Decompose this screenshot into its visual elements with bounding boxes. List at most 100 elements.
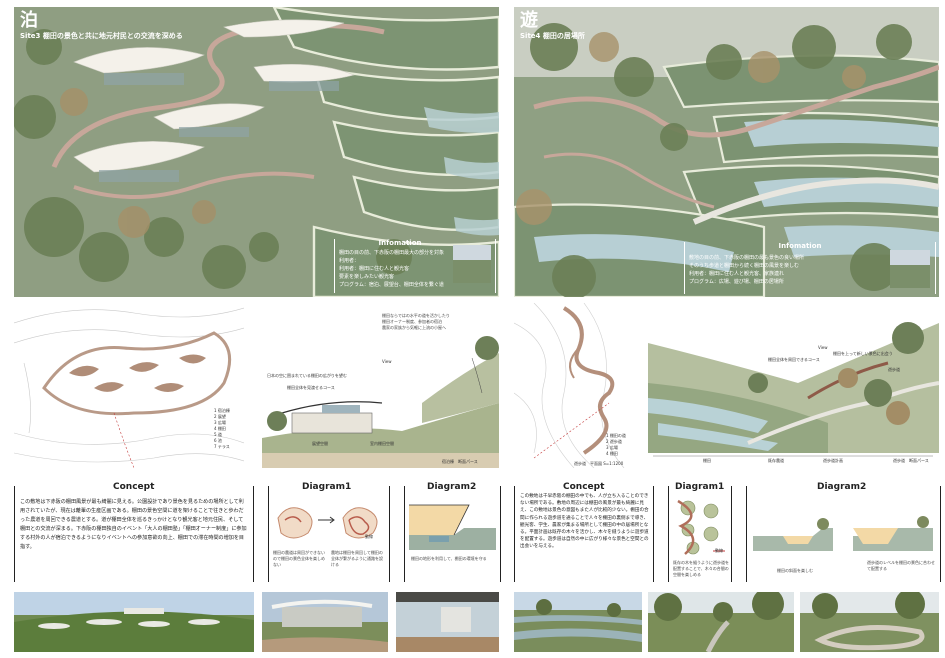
site3-concept-box: Concept この敷地は下赤阪の棚田風景が最も綺麗に見える。公園設計であり景色…	[14, 482, 254, 582]
info-line: 利用者：棚田に住む人と観光客、家族連れ	[689, 271, 785, 277]
section-caption: 宿泊棟 断面パース	[442, 459, 478, 464]
site4-subtitle: Site4 棚田の居場所	[520, 32, 585, 40]
section-note: 農家の家族から気軽に上流の小屋へ	[382, 325, 446, 330]
info-line: 利用者：棚田に住む人と観光客	[339, 266, 410, 272]
info-line: 棚田の目の前、下赤阪の棚田最大の部分を対象	[339, 250, 445, 256]
section-note: 棚田全体を周回できるコース	[768, 357, 820, 362]
site3-render-2	[262, 592, 388, 652]
site4-section-perspective: View 棚田全体を周回できるコース 棚田を上って新しい景色に出会う 遊歩道 棚…	[648, 303, 939, 468]
concept-text: この敷地は千早赤阪の棚田の中でも、人が立ち入ることのできない場所である。敷地の周…	[520, 494, 649, 550]
section-note: 遊歩道	[888, 367, 900, 372]
legend-item: 1 宿泊棟	[214, 408, 230, 413]
section-space-label: 既存農道	[768, 458, 784, 463]
section-space-label: 遊歩道計画	[823, 458, 843, 463]
plan-caption: 遊歩道 平面図 S=1:1200	[574, 461, 624, 466]
site3-section-perspective: 棚田ならではの水平の道を活かしたり 棚田オーナー制度、参加者の宿泊 農家の家族か…	[262, 303, 499, 468]
site3-render-2-scene	[262, 599, 388, 652]
section-space-label: 室内棚田空間	[370, 441, 394, 446]
info-line: 利用者：	[339, 258, 360, 264]
site3-plan-drawing	[14, 307, 244, 468]
diagram1-caption: 棚田の農道は周回ができないので棚田の景色全体を楽しめない	[273, 550, 325, 567]
legend-item: 3 広場	[214, 420, 226, 425]
section-note: 棚田オーナー制度、参加者の宿泊	[382, 319, 442, 324]
site4-kanji: 遊	[520, 10, 538, 31]
legend-item: 2 展望	[214, 414, 226, 419]
diagram1-title: Diagram1	[302, 482, 352, 492]
section-note: 日本の空に囲まれている棚田の広がりを望む	[267, 373, 347, 378]
site4-terrace-illustration	[514, 7, 939, 297]
section-space-label: 棚田	[703, 458, 711, 463]
site4-site-plan: 1 棚田の道 2 遊歩道 3 広場 4 棚田 遊歩道 平面図 S=1:1200	[514, 303, 642, 468]
site4-render-1-scene	[514, 599, 642, 642]
info-line: そのうち歩道と棚田から続く棚田の風景を楽しむ	[689, 263, 800, 269]
legend-item: 3 広場	[606, 445, 618, 450]
legend-item: 6 池	[214, 438, 222, 443]
site4-render-2-scene	[654, 592, 784, 652]
site4-plan-drawing	[514, 303, 625, 468]
legend-item: 7 テラス	[214, 444, 230, 449]
site4-info-title: Infomation	[778, 242, 822, 250]
site4-render-3-scene	[812, 592, 925, 651]
concept-title: Concept	[113, 482, 155, 492]
site4-title: 遊 Site4 棚田の居場所	[520, 12, 585, 41]
diagram2-illustration	[753, 516, 933, 551]
section-note-top: 棚田ならではの水平の道を活かしたり 棚田オーナー制度、参加者の宿泊 農家の家族か…	[382, 313, 492, 331]
site3-diagram2-box: Diagram2 棚田の地形を利用して、棚田の環境を守る	[404, 482, 501, 582]
site4-render-1	[514, 592, 642, 652]
section-note: 棚田を上って新しい景色に出会う	[833, 351, 893, 356]
site4-section-drawing	[648, 322, 939, 468]
section-note: 棚田全体を見渡せるコース	[287, 385, 335, 390]
diagram1-title: Diagram1	[675, 482, 725, 492]
view-label: View	[818, 345, 828, 350]
site3-subtitle: Site3 棚田の景色と共に地元村民との交流を深める	[20, 32, 183, 40]
section-space-label: 展望空間	[312, 441, 328, 446]
site3-title: 泊 Site3 棚田の景色と共に地元村民との交流を深める	[20, 12, 183, 41]
site3-section-drawing	[262, 336, 499, 468]
diagram1-arrow-label: 動線	[715, 548, 723, 553]
diagram2-title: Diagram2	[817, 482, 867, 492]
site3-site-plan: 1 宿泊棟 2 展望 3 広場 4 棚田 5 道 6 池 7 テラス	[14, 303, 244, 468]
site4-info-lines: 敷地の目の前、下赤阪の棚田の最も景色の良い場所 そのうち歩道と棚田から続く棚田の…	[689, 254, 884, 286]
site4-location-thumbnail	[890, 250, 930, 288]
site4-diagram1-box: Diagram1 動線 既存の木を縫うように遊歩道を配置することで、木々の合間の…	[668, 482, 732, 582]
site4-info-panel: Infomation 敷地の目の前、下赤阪の棚田の最も景色の良い場所 そのうち歩…	[684, 242, 936, 294]
diagram1-illustration	[277, 507, 378, 539]
view-label: View	[382, 359, 392, 364]
site3-terrace-illustration	[14, 7, 499, 297]
diagram1-illustration	[677, 499, 725, 555]
site3-render-1	[14, 592, 254, 652]
site4-hero-image: 遊 Site4 棚田の居場所 Infomation 敷地の目の前、下赤阪の棚田の…	[514, 7, 939, 297]
diagram2-illustration	[409, 504, 496, 550]
legend-item: 4 棚田	[214, 426, 226, 431]
site3-hero-image: 泊 Site3 棚田の景色と共に地元村民との交流を深める Infomation …	[14, 7, 499, 297]
diagram2-caption: 遊歩道のレベルを棚田の景色に合わせて配置する	[867, 560, 935, 571]
site4-concept-box: Concept この敷地は千早赤阪の棚田の中でも、人が立ち入ることのできない場所…	[514, 482, 654, 582]
diagram1-caption: 農地は棚田を周回して棚田の全体が繋がるように通路を設ける	[331, 550, 383, 567]
info-line: プログラム：広場、遊び場、棚田の居場所	[689, 279, 784, 285]
site3-plan-legend: 1 宿泊棟 2 展望 3 広場 4 棚田 5 道 6 池 7 テラス	[214, 408, 244, 450]
site3-location-thumbnail	[453, 245, 491, 283]
site4-render-3	[800, 592, 939, 652]
info-line: 敷地の目の前、下赤阪の棚田の最も景色の良い場所	[689, 255, 805, 261]
section-caption: 遊歩道 断面パース	[893, 458, 929, 463]
site3-render-3-scene	[396, 602, 499, 652]
site3-kanji: 泊	[20, 10, 38, 31]
diagram2-caption: 棚田の斜面を楽しむ	[777, 568, 813, 573]
legend-item: 1 棚田の道	[606, 433, 626, 438]
diagram2-caption: 棚田の地形を利用して、棚田の環境を守る	[411, 556, 487, 561]
site4-render-2	[648, 592, 794, 652]
site3-render-1-scene	[14, 608, 254, 652]
site3-info-panel: Infomation 棚田の目の前、下赤阪の棚田最大の部分を対象 利用者： 利用…	[334, 239, 496, 293]
site3-info-title: Infomation	[378, 239, 422, 247]
legend-item: 4 棚田	[606, 451, 618, 456]
site3-render-3	[396, 592, 499, 652]
info-line: プログラム：宿泊、展望台、棚田全体を繋ぐ道	[339, 282, 444, 288]
site3-diagram1-box: Diagram1 動線 棚田の農道は周回ができないので棚田の景色全体を楽しめない…	[268, 482, 390, 582]
legend-item: 2 遊歩道	[606, 439, 622, 444]
site3-info-lines: 棚田の目の前、下赤阪の棚田最大の部分を対象 利用者： 利用者：棚田に住む人と観光…	[339, 249, 447, 289]
legend-item: 5 道	[214, 432, 222, 437]
site4-diagram2-box: Diagram2 棚田の斜面を楽しむ 遊歩道のレベルを棚田の景色に合わせて配置す…	[746, 482, 941, 582]
diagram1-caption: 既存の木を縫うように遊歩道を配置することで、木々の合間の空間を楽しめる	[673, 560, 729, 577]
concept-text: この敷地は下赤阪の棚田風景が最も綺麗に見える。公園設計であり景色を見るための場所…	[20, 499, 247, 550]
diagram1-arrow-label: 動線	[365, 534, 373, 539]
